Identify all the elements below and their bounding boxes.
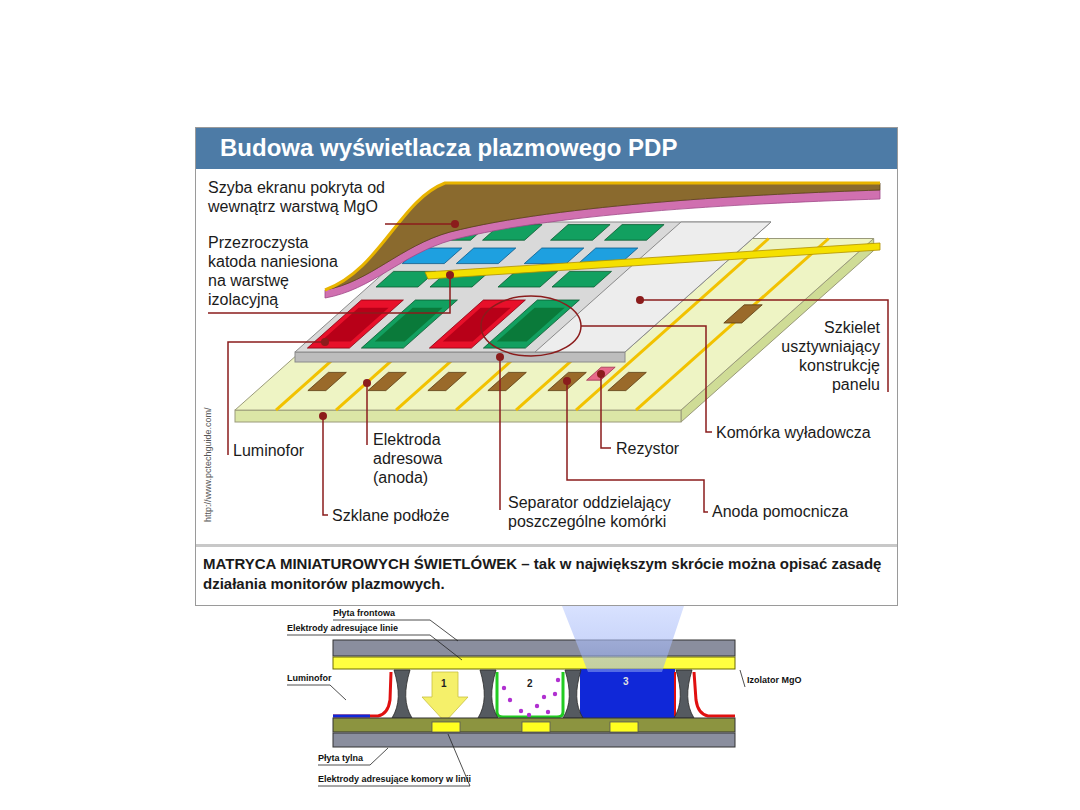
part-label: Luminofor bbox=[287, 673, 332, 684]
cell-lattice bbox=[295, 222, 771, 362]
figure-caption: MATRYCA MINIATUROWYCH ŚWIETLÓWEK – tak w… bbox=[203, 554, 888, 594]
part-label: Szklane podłoże bbox=[332, 506, 449, 525]
header-band bbox=[196, 128, 897, 169]
callout-number: 1 bbox=[441, 678, 447, 690]
part-label: Elektrody adresujące linie bbox=[287, 623, 398, 634]
figure-frame bbox=[196, 128, 898, 606]
part-label: Anoda pomocnicza bbox=[712, 502, 848, 521]
part-label: Elektroda adresowa (anoda) bbox=[373, 430, 473, 487]
part-label: Płyta frontowa bbox=[333, 608, 395, 619]
part-label: Przezroczysta katoda naniesiona na warst… bbox=[208, 233, 353, 309]
leader-lines bbox=[208, 224, 888, 515]
caption-divider bbox=[196, 544, 897, 547]
callout-number: 2 bbox=[527, 678, 533, 690]
figure-title: Budowa wyświetlacza plazmowego PDP bbox=[220, 133, 677, 163]
front-glass-plate bbox=[325, 183, 880, 298]
callout-number: 3 bbox=[623, 676, 629, 688]
transparent-cathode bbox=[425, 243, 880, 279]
part-label: Separator oddzielający poszczególne komó… bbox=[508, 493, 693, 531]
part-label: Rezystor bbox=[616, 439, 679, 458]
part-label: Luminofor bbox=[233, 441, 304, 460]
part-label: Izolator MgO bbox=[747, 675, 802, 686]
part-label: Komórka wyładowcza bbox=[716, 423, 871, 442]
leader-dots bbox=[319, 220, 644, 420]
part-label: Szyba ekranu pokryta od wewnątrz warstwą… bbox=[208, 178, 398, 216]
watermark: http://www.pctechguide.com/ bbox=[203, 407, 214, 522]
part-label: Płyta tylna bbox=[318, 753, 363, 764]
part-label: Szkielet usztywniający konstrukcję panel… bbox=[762, 318, 880, 394]
part-label: Elektrody adresujące komory w linii bbox=[318, 774, 471, 785]
section-leader-lines bbox=[287, 620, 745, 786]
